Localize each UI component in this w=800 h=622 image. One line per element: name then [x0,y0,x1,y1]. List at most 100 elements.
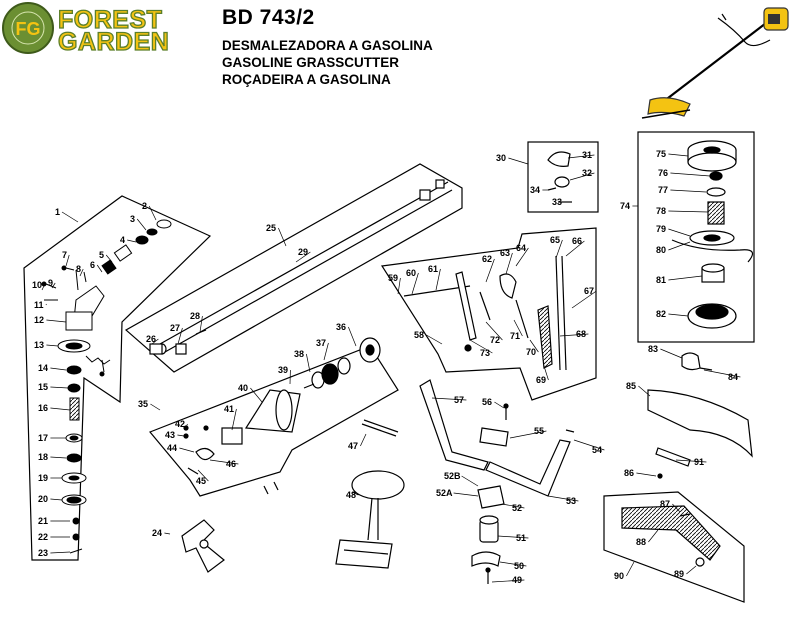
part-label-16: 16 [38,403,48,413]
part-label-24: 24 [152,528,162,538]
leader-line-32 [569,172,595,181]
leader-line-2 [148,205,157,221]
leader-line-41 [231,408,237,431]
leader-line-83 [660,348,683,359]
part-label-7: 7 [62,250,67,260]
leader-line-67 [571,290,597,309]
leader-line-75 [668,153,689,157]
leader-line-35 [150,403,161,411]
part-label-58: 58 [414,330,424,340]
leader-line-25 [278,227,287,247]
part-label-20: 20 [38,494,48,504]
part-label-35: 35 [138,399,148,409]
leader-line-76 [670,172,711,177]
leader-line-66 [565,240,585,257]
part-label-49: 49 [512,575,522,585]
leader-line-62 [485,258,495,283]
part-label-91: 91 [694,457,704,467]
leader-line-57 [431,397,467,401]
leader-line-64 [515,247,529,267]
part-label-83: 83 [648,344,658,354]
leader-line-52b [461,475,479,487]
gear-head-parts [41,219,172,554]
leader-line-37 [323,342,329,361]
leader-line-65 [555,239,563,259]
part-label-25: 25 [266,223,276,233]
throttle-handle-group [380,227,597,401]
part-label-76: 76 [658,168,668,178]
leader-line-29 [295,251,311,263]
part-label-67: 67 [584,286,594,296]
leader-line-82 [668,313,689,317]
part-label-33: 33 [552,197,562,207]
part-label-36: 36 [336,322,346,332]
part-label-84: 84 [728,372,738,382]
leader-line-49 [491,579,525,583]
gear-head-group [23,195,212,561]
leader-line-79 [668,228,691,237]
leader-line-44 [179,447,195,453]
model-number: BD 743/2 [222,6,315,29]
leader-line-90 [626,561,635,577]
leader-line-60 [411,272,419,295]
part-label-70: 70 [526,347,536,357]
logo-badge-initials: FG [16,19,41,39]
part-label-9: 9 [48,278,53,288]
leader-line-85 [638,385,651,397]
leader-line-89 [686,565,697,575]
part-label-45: 45 [196,476,206,486]
part-label-75: 75 [656,149,666,159]
part-label-15: 15 [38,382,48,392]
part-label-17: 17 [38,433,48,443]
leader-line-73 [469,339,493,354]
part-label-54: 54 [592,445,602,455]
part-label-62: 62 [482,254,492,264]
grasscutter-thumbnail [641,7,789,119]
part-label-26: 26 [146,334,156,344]
part-label-22: 22 [38,532,48,542]
part-label-69: 69 [536,375,546,385]
part-label-57: 57 [454,395,464,405]
leader-line-52 [501,503,525,509]
brand-wordmark-line1: FOREST [57,6,163,34]
leader-line-80 [668,241,691,251]
part-label-8: 8 [76,264,81,274]
part-label-23: 23 [38,548,48,558]
leader-line-9 [51,282,56,289]
brand-wordmark-line2: GARDEN [57,28,170,56]
leader-line-91 [675,459,707,463]
leader-line-1 [61,211,79,223]
part-label-60: 60 [406,268,416,278]
leader-line-8 [79,268,84,277]
leader-line-46 [209,459,239,465]
part-label-1: 1 [55,207,60,217]
leader-line-18 [50,456,67,459]
leader-line-48 [351,491,359,496]
part-label-44: 44 [167,443,177,453]
leader-line-70 [529,339,539,353]
leader-line-69 [543,365,549,381]
part-label-47: 47 [348,441,358,451]
leader-line-40 [250,387,263,403]
part-label-42: 42 [175,419,185,429]
title-portuguese: ROÇADEIRA A GASOLINA [222,72,391,87]
part-label-37: 37 [316,338,326,348]
part-label-72: 72 [490,335,500,345]
title-english: GASOLINE GRASSCUTTER [222,55,400,70]
leader-line-10 [41,284,45,291]
leader-line-43 [177,434,185,437]
leader-line-4 [127,239,137,243]
part-label-86: 86 [624,468,634,478]
leader-line-77 [670,189,707,193]
leader-line-31 [567,154,595,159]
leader-line-30 [508,157,529,165]
misc-parts [181,352,753,603]
leader-line-38 [306,353,311,373]
part-label-52: 52 [512,503,522,513]
leader-line-47 [360,433,367,447]
part-label-87: 87 [660,499,670,509]
part-label-11: 11 [34,300,44,310]
part-label-32: 32 [582,168,592,178]
part-label-27: 27 [170,323,180,333]
